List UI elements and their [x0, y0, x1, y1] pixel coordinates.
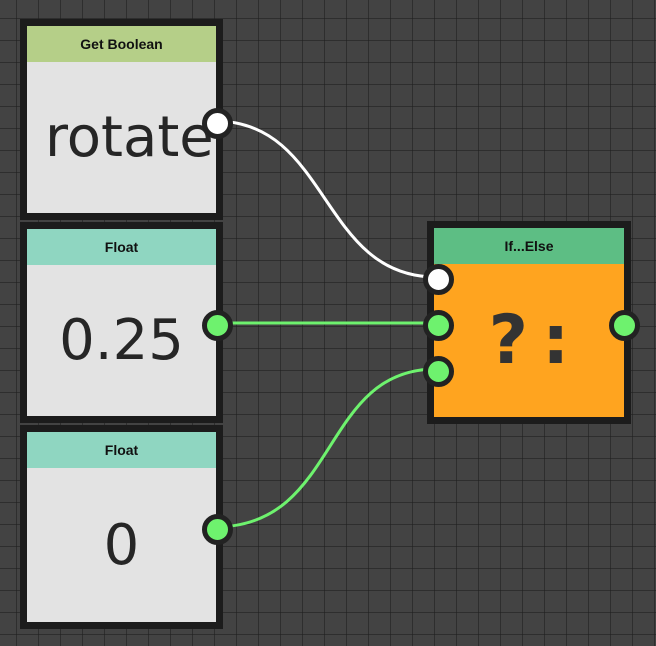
wire-float-to-false-branch — [214, 367, 437, 529]
node-value: 0 — [27, 468, 216, 622]
get-boolean-node[interactable]: Get Boolean rotate — [20, 19, 223, 220]
float-a-output-port[interactable] — [202, 310, 233, 341]
node-header: Get Boolean — [27, 26, 216, 62]
node-header: Float — [27, 432, 216, 468]
node-value: rotate — [27, 62, 216, 213]
float-node-b[interactable]: Float 0 — [20, 425, 223, 629]
if-else-node[interactable]: If...Else ?: — [427, 221, 631, 424]
float-b-output-port[interactable] — [202, 514, 233, 545]
result-output-port[interactable] — [609, 310, 640, 341]
true-input-port[interactable] — [423, 310, 454, 341]
node-value: 0.25 — [27, 265, 216, 416]
false-input-port[interactable] — [423, 356, 454, 387]
node-header: Float — [27, 229, 216, 265]
ternary-symbol: ?: — [434, 264, 624, 417]
boolean-output-port[interactable] — [202, 108, 233, 139]
wire-boolean-to-condition — [214, 119, 437, 279]
condition-input-port[interactable] — [423, 264, 454, 295]
float-node-a[interactable]: Float 0.25 — [20, 222, 223, 423]
node-header: If...Else — [434, 228, 624, 264]
